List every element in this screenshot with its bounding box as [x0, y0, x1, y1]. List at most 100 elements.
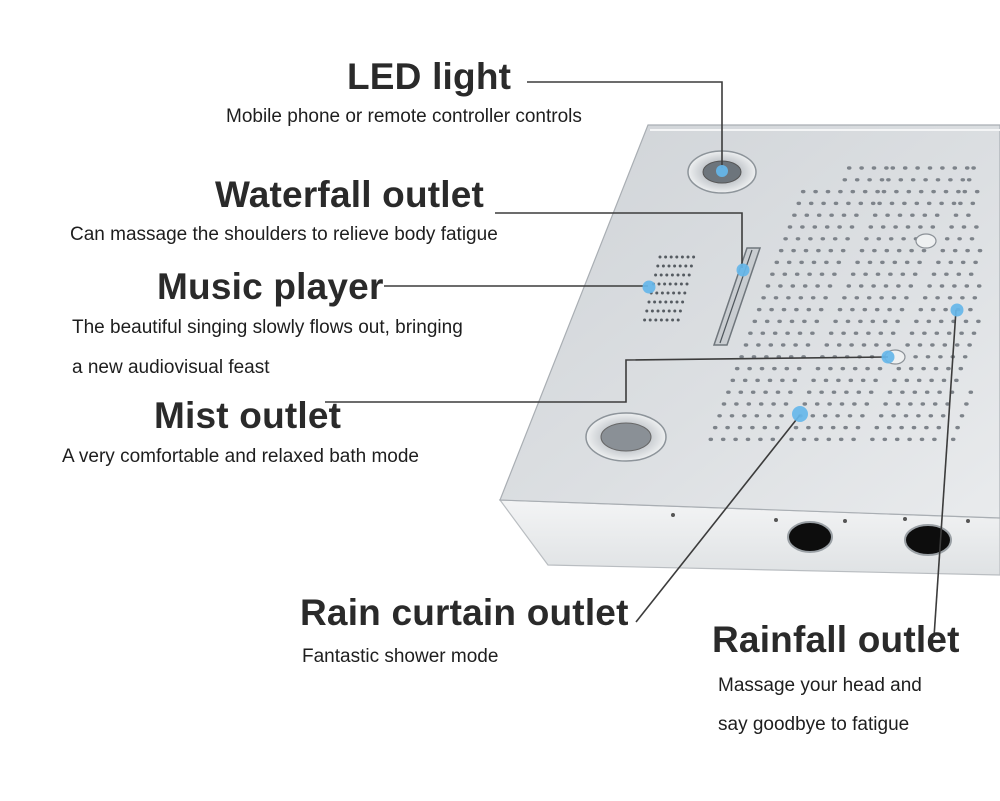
nozzle-dot: [794, 307, 799, 312]
nozzle-dot: [871, 166, 877, 170]
nozzle-dot: [883, 402, 888, 406]
nozzle-dot: [868, 390, 874, 394]
nozzle-dot: [763, 390, 768, 394]
nozzle-dot: [897, 213, 903, 217]
nozzle-dot: [889, 201, 895, 206]
speaker-hole: [674, 282, 678, 286]
speaker-hole: [678, 309, 682, 313]
nozzle-dot: [780, 343, 786, 347]
nozzle-dot: [814, 437, 819, 442]
nozzle-dot: [846, 201, 851, 206]
nozzle-dot: [794, 272, 800, 276]
nozzle-dot: [761, 296, 766, 300]
nozzle-dot: [938, 355, 943, 359]
nozzle-dot: [838, 189, 843, 194]
nozzle-dot: [777, 319, 782, 324]
nozzle-dot: [976, 284, 982, 288]
nozzle-dot: [814, 319, 820, 324]
nozzle-dot: [964, 284, 970, 288]
nozzle-dot: [949, 225, 954, 229]
nozzle-dot: [840, 248, 846, 253]
nozzle-dot: [874, 343, 879, 347]
nozzle-dot: [890, 331, 896, 335]
nozzle-dot: [926, 201, 932, 206]
nozzle-dot: [829, 213, 834, 217]
nozzle-dot: [839, 402, 845, 406]
nozzle-dot: [846, 166, 852, 170]
nozzle-dot: [836, 378, 841, 383]
speaker-hole: [668, 282, 672, 286]
nozzle-dot: [813, 189, 818, 194]
speaker-hole: [648, 318, 652, 322]
nozzle-dot: [872, 248, 877, 253]
nozzle-dot: [891, 296, 897, 300]
nozzle-dot: [886, 343, 892, 347]
nozzle-dot: [843, 425, 848, 430]
nozzle-dot: [758, 402, 764, 406]
nozzle-dot: [810, 331, 815, 335]
nozzle-dot: [896, 248, 902, 253]
nozzle-dot: [819, 390, 824, 394]
nozzle-dot: [943, 307, 948, 312]
nozzle-dot: [770, 437, 776, 442]
nozzle-dot: [936, 260, 941, 265]
nozzle-dot: [933, 366, 939, 371]
marker-mist-outlet: [881, 350, 895, 364]
nozzle-dot: [935, 296, 940, 300]
nozzle-dot: [867, 178, 872, 182]
nozzle-dot: [838, 437, 844, 442]
nozzle-dot: [827, 402, 832, 406]
nozzle-dot: [801, 437, 807, 442]
nozzle-dot: [941, 378, 947, 383]
nozzle-dot: [851, 437, 856, 442]
nozzle-dot: [862, 189, 868, 194]
nozzle-dot: [912, 390, 918, 394]
nozzle-dot: [908, 366, 914, 371]
nozzle-dot: [928, 414, 934, 418]
nozzle-dot: [841, 331, 846, 335]
waterfall-outlet-desc: Can massage the shoulders to relieve bod…: [70, 224, 498, 245]
nozzle-dot: [789, 437, 794, 442]
speaker-hole: [655, 291, 659, 295]
nozzle-dot: [935, 178, 941, 182]
nozzle-dot: [870, 437, 875, 442]
music-player-desc-line2: a new audiovisual feast: [72, 357, 270, 378]
nozzle-dot: [751, 355, 757, 359]
nozzle-dot: [902, 166, 908, 170]
nozzle-dot: [877, 201, 882, 206]
led-light-title: LED light: [347, 56, 512, 97]
nozzle-dot: [850, 272, 856, 276]
nozzle-dot: [729, 414, 735, 418]
marker-rainfall: [950, 303, 964, 317]
nozzle-dot: [755, 378, 760, 383]
nozzle-dot: [923, 178, 928, 182]
nozzle-dot: [708, 437, 714, 442]
nozzle-dot: [815, 284, 820, 288]
mist-outlet-title: Mist outlet: [154, 395, 342, 436]
nozzle-dot: [730, 378, 736, 383]
nozzle-dot: [772, 331, 778, 335]
speaker-hole: [656, 264, 660, 268]
nozzle-dot: [799, 260, 804, 265]
nozzle-dot: [855, 260, 860, 265]
nozzle-dot: [775, 390, 781, 394]
speaker-hole: [643, 318, 647, 322]
speaker-hole: [681, 300, 685, 304]
nozzle-dot: [734, 402, 739, 406]
nozzle-dot: [910, 213, 915, 217]
nozzle-dot: [800, 189, 806, 194]
music-player-desc-line1: The beautiful singing slowly flows out, …: [72, 317, 463, 338]
nozzle-dot: [968, 307, 973, 312]
nozzle-dot: [828, 366, 833, 371]
nozzle-dot: [858, 319, 863, 324]
nozzle-dot: [812, 225, 818, 229]
nozzle-dot: [902, 201, 907, 206]
speaker-hole: [661, 264, 665, 268]
nozzle-dot: [916, 414, 921, 418]
nozzle-dot: [720, 437, 726, 442]
nozzle-dot: [778, 284, 783, 288]
nozzle-dot: [840, 366, 846, 371]
nozzle-dot: [930, 225, 936, 229]
nozzle-dot: [845, 319, 851, 324]
